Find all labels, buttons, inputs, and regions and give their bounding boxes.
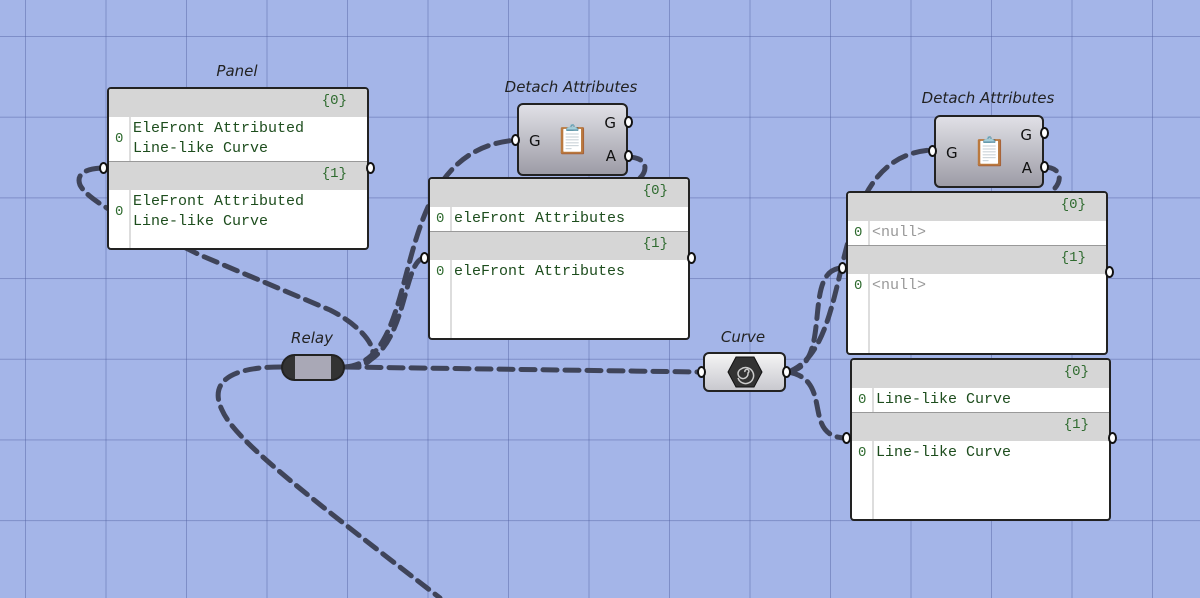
detach1-output-g-port[interactable]: [624, 116, 633, 128]
branch-header: {1}: [852, 412, 1109, 441]
branch-header: {1}: [848, 245, 1106, 274]
list-item: 0<null>: [854, 277, 927, 294]
detach2-output-a-port[interactable]: [1040, 161, 1049, 173]
panel2-output-port[interactable]: [687, 252, 696, 264]
branch-header: {1}: [430, 231, 688, 260]
input-g-label: G: [529, 132, 541, 150]
branch-header: {0}: [848, 193, 1106, 221]
wire-into-relay: [215, 364, 443, 598]
panel3[interactable]: {0} 0<null> {1} 0<null>: [846, 191, 1108, 355]
attributes-icon: 📋: [972, 135, 1007, 168]
panel3-output-port[interactable]: [1105, 266, 1114, 278]
branch-header: {1}: [109, 161, 367, 190]
panel4-output-port[interactable]: [1108, 432, 1117, 444]
curve-spiral-icon: [727, 356, 763, 388]
input-g-label: G: [946, 144, 958, 162]
branch-header: {0}: [852, 360, 1109, 388]
curve-component[interactable]: [703, 352, 786, 392]
detach2-input-port[interactable]: [928, 145, 937, 157]
detach2-title: Detach Attributes: [921, 89, 1055, 107]
relay-title: Relay: [291, 329, 333, 347]
curve-title: Curve: [720, 328, 766, 346]
panel2-input-port[interactable]: [420, 252, 429, 264]
detach-attributes-component-2[interactable]: G 📋 G A: [934, 115, 1044, 188]
wire-relay-to-curve: [342, 364, 703, 375]
detach1-input-port[interactable]: [511, 134, 520, 146]
list-item: 0<null>: [854, 224, 927, 241]
detach-attributes-component-1[interactable]: G 📋 G A: [517, 103, 628, 176]
panel4-input-port[interactable]: [842, 432, 851, 444]
output-a-label: A: [605, 147, 616, 165]
curve-output-port[interactable]: [782, 366, 791, 378]
wire-curve-to-detach2: [785, 147, 934, 375]
curve-input-port[interactable]: [697, 366, 706, 378]
branch-header: {0}: [430, 179, 688, 207]
attributes-icon: 📋: [555, 123, 590, 156]
wire-curve-to-panel4: [785, 369, 850, 441]
output-a-label: A: [1021, 159, 1032, 177]
branch-header: {0}: [109, 89, 367, 117]
relay-component[interactable]: [281, 354, 345, 381]
detach1-output-a-port[interactable]: [624, 150, 633, 162]
output-g-label: G: [1020, 126, 1032, 144]
wire-relay-to-panel2: [342, 255, 428, 370]
panel1-input-port[interactable]: [99, 162, 108, 174]
panel1-title: Panel: [216, 62, 258, 80]
panel3-input-port[interactable]: [838, 262, 847, 274]
panel1-output-port[interactable]: [366, 162, 375, 174]
wire-relay-to-detach1: [342, 137, 520, 370]
wire-curve-to-panel3: [785, 265, 846, 375]
output-g-label: G: [604, 114, 616, 132]
detach1-title: Detach Attributes: [504, 78, 638, 96]
detach2-output-g-port[interactable]: [1040, 127, 1049, 139]
